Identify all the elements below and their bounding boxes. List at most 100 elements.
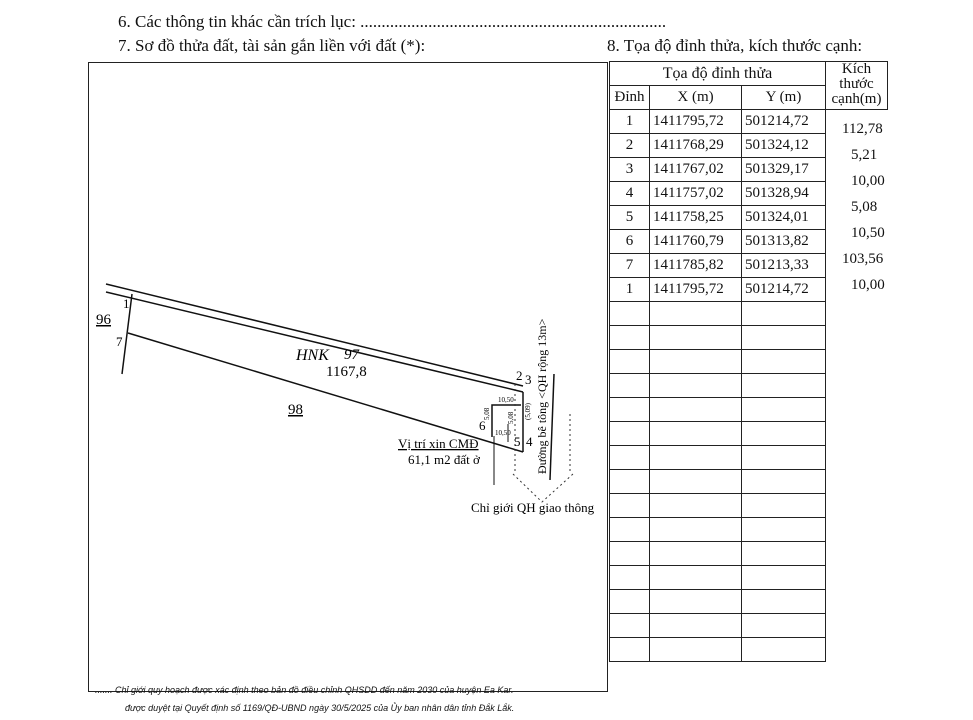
road-offset-length: (5,09)	[524, 402, 532, 420]
section-8: 8. Tọa độ đỉnh thửa, kích thước cạnh:	[607, 36, 863, 55]
empty-cell	[609, 589, 650, 614]
edge-length: 112,78	[842, 121, 883, 137]
table-row	[609, 541, 888, 566]
empty-cell	[609, 469, 650, 494]
empty-cell	[826, 638, 888, 662]
table-row	[609, 493, 888, 518]
x-cell: 1411760,79	[649, 229, 742, 254]
point-cell: 4	[609, 181, 650, 206]
parcel-area: 1167,8	[326, 364, 367, 380]
west-boundary	[121, 293, 133, 375]
parcel-type: HNK	[295, 347, 330, 364]
edge-length: 103,56	[842, 251, 884, 267]
table-row	[609, 349, 888, 374]
x-cell: 1411767,02	[649, 157, 742, 182]
table-row	[609, 517, 888, 542]
empty-cell	[826, 374, 888, 398]
section-7: 7. Sơ đồ thửa đất, tài sản gắn liền với …	[118, 36, 426, 55]
parcel-number: 97	[344, 347, 361, 363]
point-cell: 3	[609, 157, 650, 182]
point-cell: 5	[609, 205, 650, 230]
empty-cell	[826, 518, 888, 542]
point-cell: 1	[609, 109, 650, 134]
point-3: 3	[525, 372, 532, 387]
empty-cell	[649, 589, 742, 614]
parcel-top-line	[105, 291, 524, 393]
boundary-arrows	[512, 473, 574, 503]
table-row	[609, 565, 888, 590]
empty-cell	[649, 325, 742, 350]
x-cell: 1411795,72	[649, 277, 742, 302]
empty-cell	[826, 566, 888, 590]
cmd-top-length: 10,50	[498, 396, 514, 404]
empty-cell	[741, 325, 826, 350]
empty-cell	[741, 637, 826, 662]
table-row	[609, 325, 888, 350]
edge-length: 5,21	[851, 147, 878, 163]
empty-cell	[741, 301, 826, 326]
cmd-right-length: 5,08	[507, 411, 515, 424]
edge-length: 5,08	[851, 199, 878, 215]
table-title: Tọa độ đỉnh thửa	[609, 61, 826, 86]
empty-cell	[649, 469, 742, 494]
road-line	[549, 373, 555, 481]
point-5: 5	[514, 434, 521, 449]
empty-cell	[826, 326, 888, 350]
empty-cell	[609, 397, 650, 422]
table-row	[609, 301, 888, 326]
empty-cell	[826, 446, 888, 470]
table-row	[609, 445, 888, 470]
col-y: Y (m)	[741, 85, 826, 110]
empty-cell	[741, 517, 826, 542]
empty-cell	[649, 541, 742, 566]
empty-cell	[741, 589, 826, 614]
y-cell: 501324,01	[741, 205, 826, 230]
size-header: Kích thước cạnh(m)	[825, 61, 888, 110]
cmd-label: Vị trí xin CMĐ	[398, 436, 479, 451]
coordinate-table: Tọa độ đỉnh thửa Kích thước cạnh(m) Đỉnh…	[609, 61, 888, 662]
empty-cell	[609, 565, 650, 590]
point-cell: 6	[609, 229, 650, 254]
table-row	[609, 613, 888, 638]
neighbor-98: 98	[288, 402, 303, 418]
y-cell: 501213,33	[741, 253, 826, 278]
empty-cell	[826, 350, 888, 374]
point-cell: 1	[609, 277, 650, 302]
empty-cell	[826, 494, 888, 518]
empty-cell	[741, 469, 826, 494]
point-7: 7	[116, 334, 123, 349]
edge-length: 10,50	[851, 225, 885, 241]
road-edge-line	[105, 283, 524, 387]
point-1: 1	[123, 296, 130, 311]
empty-cell	[741, 421, 826, 446]
y-cell: 501328,94	[741, 181, 826, 206]
diagram-frame: 96 98 HNK 97 1167,8 1 2 3 4 5 6 7 10,50 …	[88, 62, 608, 713]
parcel-bottom-line	[127, 332, 524, 453]
empty-cell	[609, 325, 650, 350]
empty-cell	[609, 541, 650, 566]
empty-cell	[741, 541, 826, 566]
edge-length: 10,00	[851, 173, 885, 189]
empty-cell	[826, 398, 888, 422]
empty-cell	[741, 373, 826, 398]
section-6: 6. Các thông tin khác cần trích lục: ...…	[118, 12, 667, 31]
cmd-bottom-length: 10,50	[495, 429, 511, 437]
empty-cell	[609, 493, 650, 518]
y-cell: 501313,82	[741, 229, 826, 254]
y-cell: 501324,12	[741, 133, 826, 158]
cmd-left-length: 5,08	[483, 407, 491, 420]
cmd-area: 61,1 m2 đất ở	[408, 452, 481, 467]
empty-cell	[609, 301, 650, 326]
empty-cell	[649, 373, 742, 398]
empty-cell	[609, 373, 650, 398]
empty-cell	[609, 613, 650, 638]
edge-length: 10,00	[851, 277, 885, 293]
empty-cell	[741, 397, 826, 422]
